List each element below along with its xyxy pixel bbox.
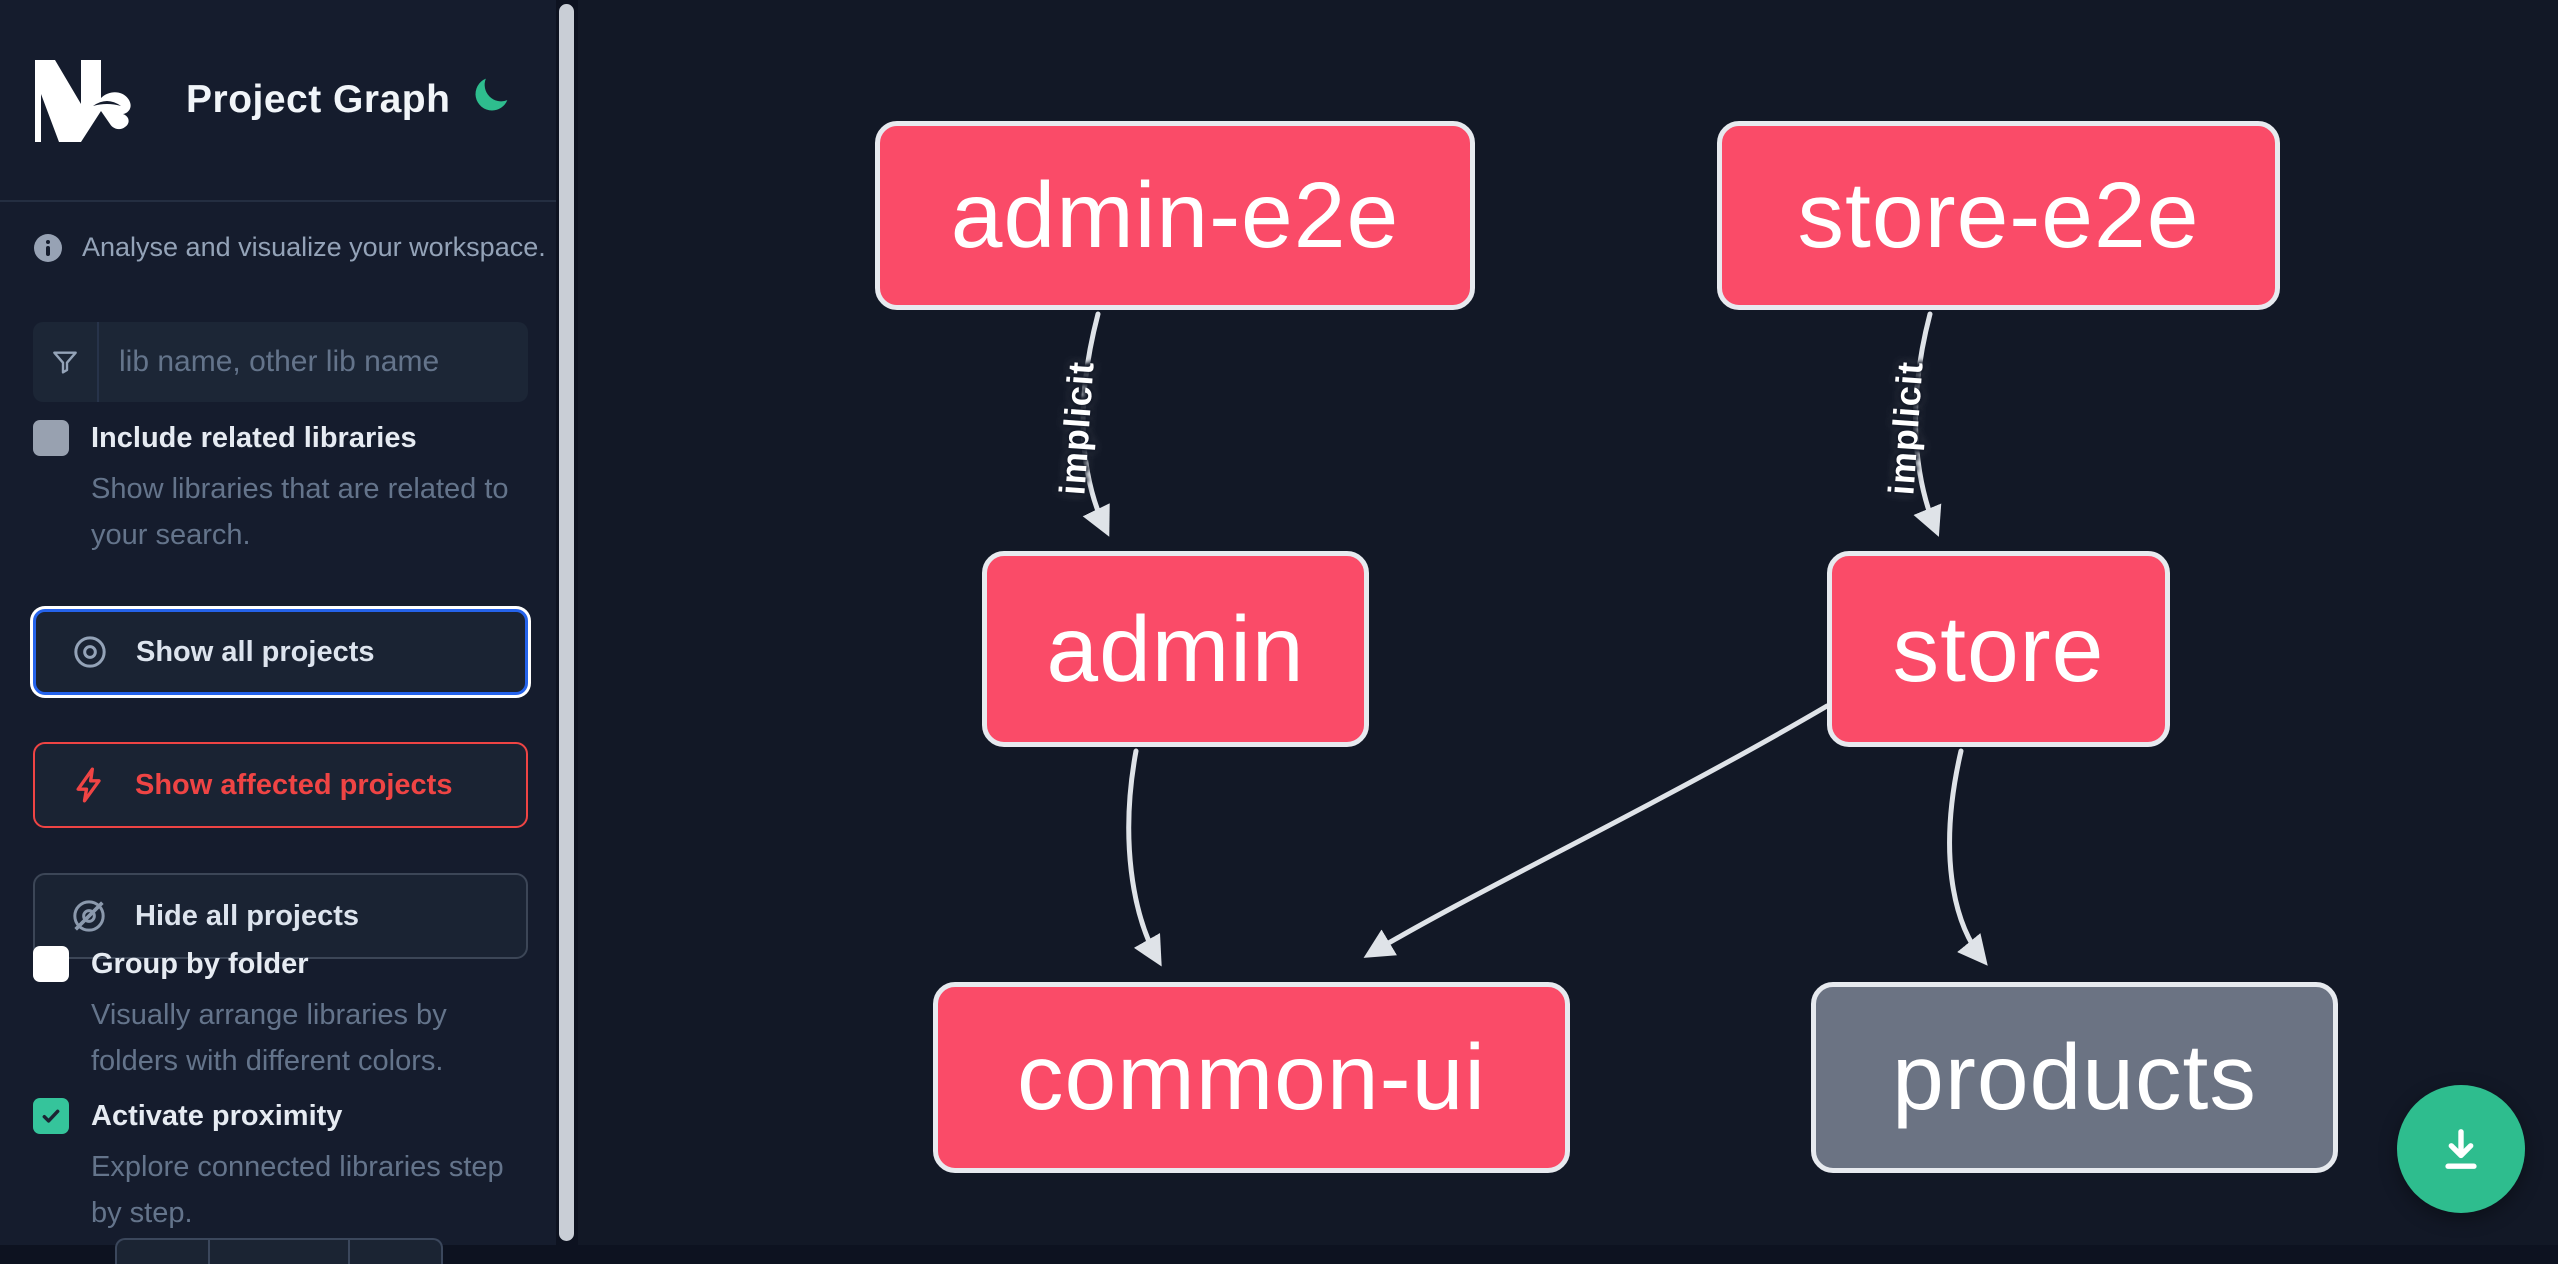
button-label: Show affected projects xyxy=(135,768,453,801)
project-node-common-ui[interactable]: common-ui xyxy=(933,982,1570,1173)
edge-store-common-ui xyxy=(1363,703,1830,958)
edge-store-products xyxy=(1947,748,1988,966)
app-title: Project Graph xyxy=(186,78,451,121)
info-text: Analyse and visualize your workspace. xyxy=(82,232,546,262)
download-image-button[interactable] xyxy=(2397,1085,2525,1213)
sidebar: Project Graph Analyse and visualize your… xyxy=(0,0,556,1264)
nx-logo xyxy=(35,60,131,142)
project-graph-canvas[interactable]: implicit implicit admin-e2e store-e2e ad… xyxy=(578,0,2558,1245)
option-description: Show libraries that are related to your … xyxy=(91,473,509,551)
edge-store-e2e-store xyxy=(1913,311,1942,537)
download-icon xyxy=(2445,1129,2477,1169)
workspace-info: Analyse and visualize your workspace. xyxy=(34,232,546,263)
project-node-store[interactable]: store xyxy=(1827,551,2170,747)
lightning-bolt-icon xyxy=(76,767,101,803)
button-label: Show all projects xyxy=(136,635,375,668)
node-label: admin xyxy=(1046,596,1305,701)
project-node-products[interactable]: products xyxy=(1811,982,2338,1173)
eye-icon xyxy=(74,636,106,668)
node-label: store-e2e xyxy=(1797,163,2200,267)
option-description: Visually arrange libraries by folders wi… xyxy=(91,999,447,1077)
option-label: Activate proximity xyxy=(91,1099,343,1132)
option-description: Explore connected libraries step by step… xyxy=(91,1151,504,1229)
node-label: common-ui xyxy=(1017,1025,1486,1129)
stepper-increment[interactable] xyxy=(348,1238,443,1264)
show-affected-projects-button[interactable]: Show affected projects xyxy=(33,742,528,828)
eye-slash-icon xyxy=(73,900,105,932)
node-label: products xyxy=(1892,1025,2257,1129)
node-label: admin-e2e xyxy=(950,163,1400,267)
stepper-decrement[interactable] xyxy=(115,1238,210,1264)
proximity-depth-stepper-partial[interactable] xyxy=(115,1238,443,1264)
checkmark-icon xyxy=(42,1109,60,1123)
group-by-folder-checkbox[interactable] xyxy=(33,946,69,982)
project-node-admin[interactable]: admin xyxy=(982,551,1369,747)
stepper-value xyxy=(210,1238,348,1264)
edge-admin-common-ui xyxy=(1126,748,1162,967)
show-all-projects-button[interactable]: Show all projects xyxy=(33,609,528,695)
dependency-edges xyxy=(1080,311,1988,967)
activate-proximity-checkbox[interactable] xyxy=(33,1098,69,1134)
button-label: Hide all projects xyxy=(135,899,360,932)
dark-mode-toggle-moon-icon[interactable] xyxy=(470,72,514,116)
sidebar-header: Project Graph xyxy=(0,0,556,202)
search-input[interactable] xyxy=(99,322,528,402)
library-filter xyxy=(33,322,528,402)
sidebar-resize-track xyxy=(556,0,578,1245)
option-group-by-folder: Group by folder Visually arrange librari… xyxy=(33,946,503,1084)
info-icon xyxy=(34,233,62,262)
option-activate-proximity: Activate proximity Explore connected lib… xyxy=(33,1098,504,1236)
option-label: Group by folder xyxy=(91,947,309,980)
project-node-store-e2e[interactable]: store-e2e xyxy=(1717,121,2280,310)
project-node-admin-e2e[interactable]: admin-e2e xyxy=(875,121,1475,310)
include-related-checkbox[interactable] xyxy=(33,420,69,456)
sidebar-resize-handle[interactable] xyxy=(559,4,574,1241)
filter-icon xyxy=(33,322,99,402)
option-label: Include related libraries xyxy=(91,421,417,454)
edge-admin-e2e-admin xyxy=(1080,311,1110,537)
hide-all-projects-button[interactable]: Hide all projects xyxy=(33,873,528,959)
option-include-related: Include related libraries Show libraries… xyxy=(33,420,509,558)
node-label: store xyxy=(1892,596,2105,701)
